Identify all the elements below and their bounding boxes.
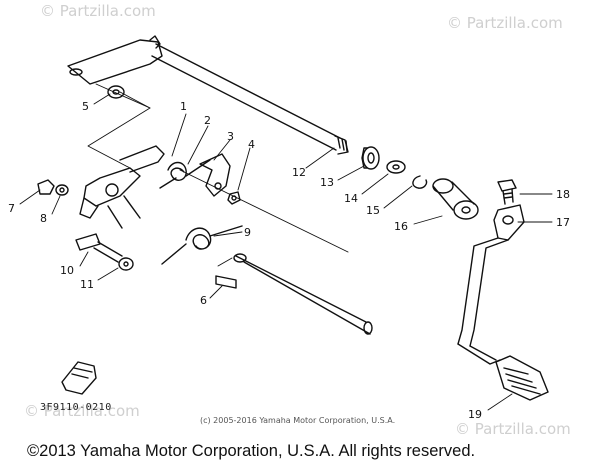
inner-copyright: (c) 2005-2016 Yamaha Motor Corporation, …	[200, 416, 396, 425]
callout-4: 4	[248, 138, 255, 151]
lower-shaft	[233, 253, 373, 335]
callout-17: 17	[556, 216, 570, 229]
key-part	[61, 361, 97, 395]
bushing	[107, 85, 125, 99]
pin	[215, 275, 237, 289]
callout-1: 1	[180, 100, 187, 113]
return-spring	[161, 225, 243, 265]
callout-10: 10	[60, 264, 74, 277]
shift-shaft	[67, 35, 349, 155]
callout-8: 8	[40, 212, 47, 225]
nut-7	[37, 179, 55, 195]
washer	[386, 160, 406, 174]
callout-16: 16	[394, 220, 408, 233]
callout-14: 14	[344, 192, 358, 205]
callout-12: 12	[292, 166, 306, 179]
shift-pedal	[457, 204, 549, 401]
watermark-bottom-right: © Partzilla.com	[455, 420, 571, 438]
oil-seal	[361, 146, 380, 170]
watermark-top-right: © Partzilla.com	[447, 14, 563, 32]
callout-18: 18	[556, 188, 570, 201]
callout-9: 9	[244, 226, 251, 239]
washer-8	[55, 184, 69, 196]
stopper-lever	[199, 153, 231, 197]
shift-lever-assembly	[79, 145, 165, 229]
collar	[432, 178, 479, 220]
callout-13: 13	[320, 176, 334, 189]
diagram-code: 3F9110-0210	[40, 402, 112, 413]
callout-19: 19	[468, 408, 482, 421]
copyright-footer: ©2013 Yamaha Motor Corporation, U.S.A. A…	[27, 442, 476, 460]
torsion-spring	[159, 159, 211, 189]
callout-3: 3	[227, 130, 234, 143]
watermark-top-left: © Partzilla.com	[40, 2, 156, 20]
callout-2: 2	[204, 114, 211, 127]
callout-6: 6	[200, 294, 207, 307]
callout-15: 15	[366, 204, 380, 217]
adjust-bolt	[75, 233, 134, 271]
callout-11: 11	[80, 278, 94, 291]
circlip	[412, 175, 428, 189]
callout-7: 7	[8, 202, 15, 215]
bolt	[497, 179, 517, 205]
callout-5: 5	[82, 100, 89, 113]
watermark-bottom-left: © Partzilla.com	[24, 402, 140, 420]
